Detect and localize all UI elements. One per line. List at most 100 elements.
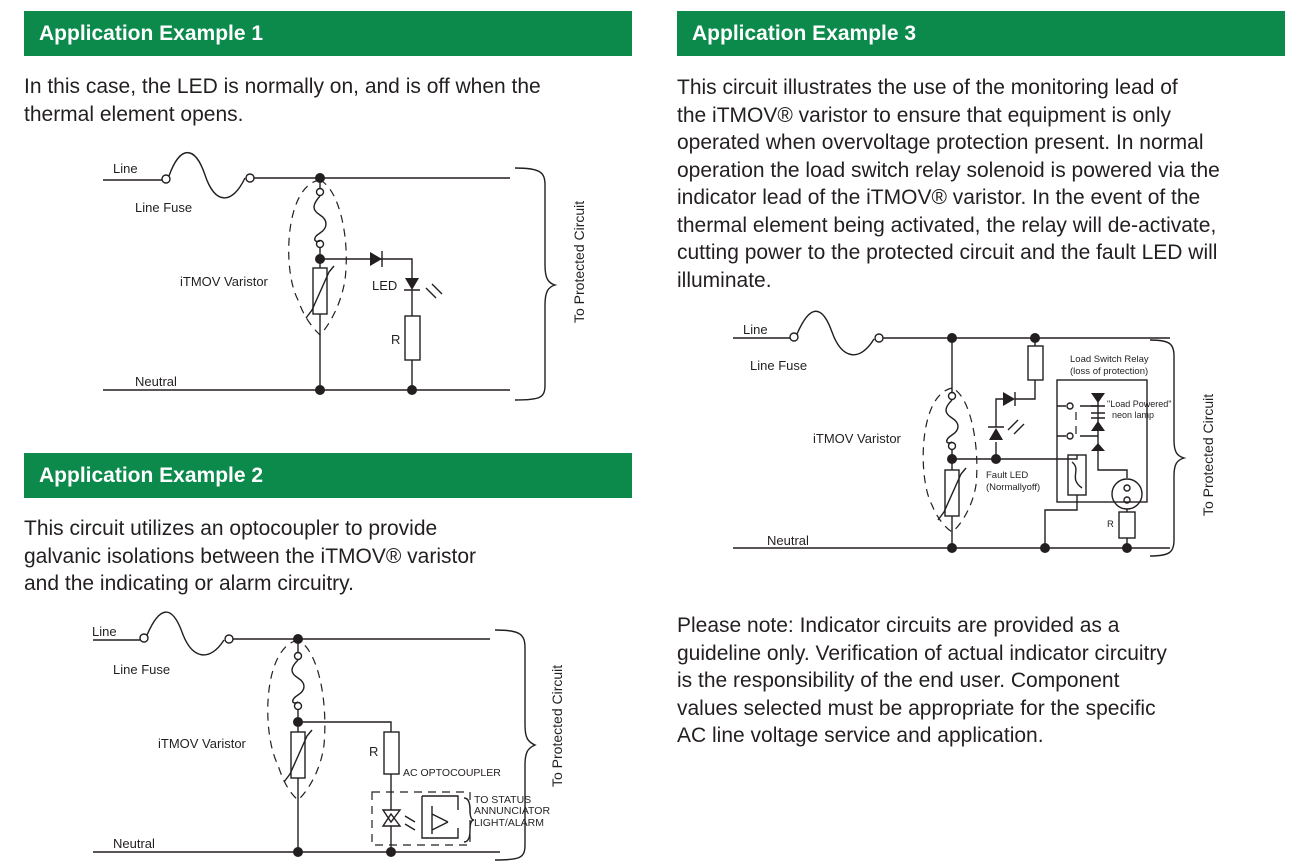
ex2-opto-rays: [404, 815, 416, 831]
note-line: Please note: Indicator circuits are prov…: [677, 614, 1120, 637]
ex3-relay-contacts: [1057, 396, 1099, 466]
ex1-junction: [407, 385, 417, 395]
ex3-diode-icon: [1003, 392, 1015, 406]
ex3-circuit: Line Line Fuse Load Switch Relay (loss o…: [733, 310, 1216, 557]
ex3-neon-label-1: "Load Powered": [1107, 399, 1171, 409]
ex1-led-label: LED: [372, 278, 397, 293]
ex1-led-wire: [320, 258, 413, 278]
ex1-neutral-label: Neutral: [135, 374, 177, 389]
ex1-brace: [514, 167, 558, 401]
ex3-fault-wire: [952, 442, 997, 460]
ex1-resistor: [404, 315, 421, 361]
ex3-neon-lamp: [1111, 478, 1143, 510]
ex2-body-line: and the indicating or alarm circuitry.: [24, 572, 354, 595]
ex1-circuit: Line Line Fuse iTMOV Varistor LED R Neut…: [103, 152, 587, 401]
ex1-body: In this case, the LED is normally on, an…: [24, 75, 541, 126]
ex3-neon-icon-3: [1091, 443, 1105, 451]
ex3-relay-wires: [996, 455, 1078, 548]
ex3-junction: [1122, 543, 1132, 553]
ex3-lamp-wire: [1097, 466, 1128, 478]
ex3-neon-bars: [1091, 405, 1105, 419]
ex1-led-rays: [425, 283, 443, 299]
ex3-body: This circuit illustrates the use of the …: [677, 74, 1297, 294]
ex1-fuse-terminal-left: [161, 174, 171, 184]
ex1-diode-icon: [370, 252, 382, 266]
note-body: Please note: Indicator circuits are prov…: [677, 612, 1297, 750]
ex2-line-label: Line: [92, 624, 117, 639]
ex3-diode-wire: [995, 380, 1036, 406]
ex3-relay-coil: [1067, 454, 1087, 496]
ex2-r-label: R: [369, 744, 378, 759]
ex2-r-wire: [298, 721, 392, 732]
ex3-relay-coil-mark: [1071, 461, 1083, 489]
ex2-varistor-outline: [267, 639, 326, 801]
ex3-relay-box: [1056, 379, 1148, 503]
ex3-resistor-bottom: [1118, 511, 1136, 539]
ex3-body-line: operated when overvoltage protection pre…: [677, 131, 1204, 154]
ex3-resistor-top: [1027, 345, 1044, 381]
ex3-neon-lamp-electrode: [1123, 484, 1131, 492]
ex2-fuse-terminal-right: [224, 634, 234, 644]
ex2-body-line: This circuit utilizes an optocoupler to …: [24, 517, 438, 540]
ex3-thermal-element: [945, 399, 959, 444]
ex1-fuse-terminal-right: [245, 173, 255, 183]
ex3-junction: [1040, 543, 1050, 553]
ex1-fuse-icon: [168, 152, 246, 199]
ex3-neon-icon-2: [1091, 421, 1105, 431]
ex3-fault-led-bar: [988, 400, 1004, 428]
ex2-thermal-element: [291, 659, 305, 704]
ex2-thermal-terminal: [293, 651, 303, 661]
ex3-fuse-terminal-left: [789, 332, 799, 342]
ex3-body-line: indicator lead of the iTMOV® varistor. I…: [677, 186, 1201, 209]
ex3-header: Application Example 3: [677, 11, 1285, 56]
ex3-to-circuit-label: To Protected Circuit: [1200, 394, 1216, 516]
ex1-line-label: Line: [113, 161, 138, 176]
ex2-circuit: Line Line Fuse iTMOV Varistor R AC OPTOC…: [92, 611, 565, 861]
ex2-status-label-3: LIGHT/ALARM: [474, 817, 544, 829]
ex3-fault-label-1: Fault LED: [986, 470, 1028, 481]
ex2-to-circuit-label: To Protected Circuit: [549, 665, 565, 787]
ex3-body-line: operation the load switch relay solenoid…: [677, 158, 1220, 182]
ex3-neon-lamp-electrode: [1123, 496, 1131, 504]
ex2-body-line: galvanic isolations between the iTMOV® v…: [24, 544, 477, 568]
ex2-status-label-2: ANNUNCIATOR: [474, 805, 550, 817]
ex3-r-label: R: [1107, 519, 1114, 530]
ex2-varistor-label: iTMOV Varistor: [158, 736, 247, 751]
ex1-to-circuit-label: To Protected Circuit: [571, 201, 587, 323]
ex2-fuse-terminal-left: [139, 633, 149, 643]
ex3-body-line: thermal element being activated, the rel…: [677, 213, 1217, 237]
ex3-contact: [1066, 402, 1074, 410]
ex2-neutral-label: Neutral: [113, 836, 155, 851]
ex1-header: Application Example 1: [24, 11, 632, 56]
ex3-brace: [1149, 339, 1187, 557]
ex3-body-line: the iTMOV® varistor to ensure that equip…: [677, 103, 1172, 127]
ex2-resistor: [383, 731, 400, 775]
ex3-junction: [947, 543, 957, 553]
ex3-neutral-label: Neutral: [767, 533, 809, 548]
ex3-fault-label-2: (Normallyoff): [986, 482, 1040, 493]
ex3-relay-label-1: Load Switch Relay: [1070, 354, 1149, 365]
ex2-junction: [386, 847, 396, 857]
ex3-fuse-icon: [796, 310, 875, 356]
ex1-thermal-terminal-2: [315, 239, 325, 249]
ex3-line-label: Line: [743, 322, 768, 337]
ex3-thermal-terminal: [947, 391, 957, 401]
ex2-triac-icon: [381, 809, 402, 852]
ex2-opto-label: AC OPTOCOUPLER: [403, 767, 501, 779]
ex3-neon-icon-1: [1091, 393, 1105, 403]
ex2-thermal-terminal-2: [293, 701, 303, 711]
ex3-body-line: cutting power to the protected circuit a…: [677, 241, 1218, 264]
ex1-junction: [315, 385, 325, 395]
note-line: values selected must be appropriate for …: [677, 696, 1156, 720]
ex1-thermal-terminal: [315, 187, 325, 197]
ex2-fuse-label: Line Fuse: [113, 662, 170, 677]
ex2-varistor-slash: [283, 729, 313, 783]
ex3-fuse-label: Line Fuse: [750, 358, 807, 373]
note-line: guideline only. Verification of actual i…: [677, 641, 1167, 665]
ex1-varistor-label: iTMOV Varistor: [180, 274, 269, 289]
ex1-led-icon: [405, 278, 419, 290]
note-line: AC line voltage service and application.: [677, 724, 1044, 747]
ex3-varistor-label: iTMOV Varistor: [813, 431, 902, 446]
ex3-fuse-terminal-right: [874, 333, 884, 343]
ex3-relay-label-2: (loss of protection): [1070, 366, 1148, 377]
